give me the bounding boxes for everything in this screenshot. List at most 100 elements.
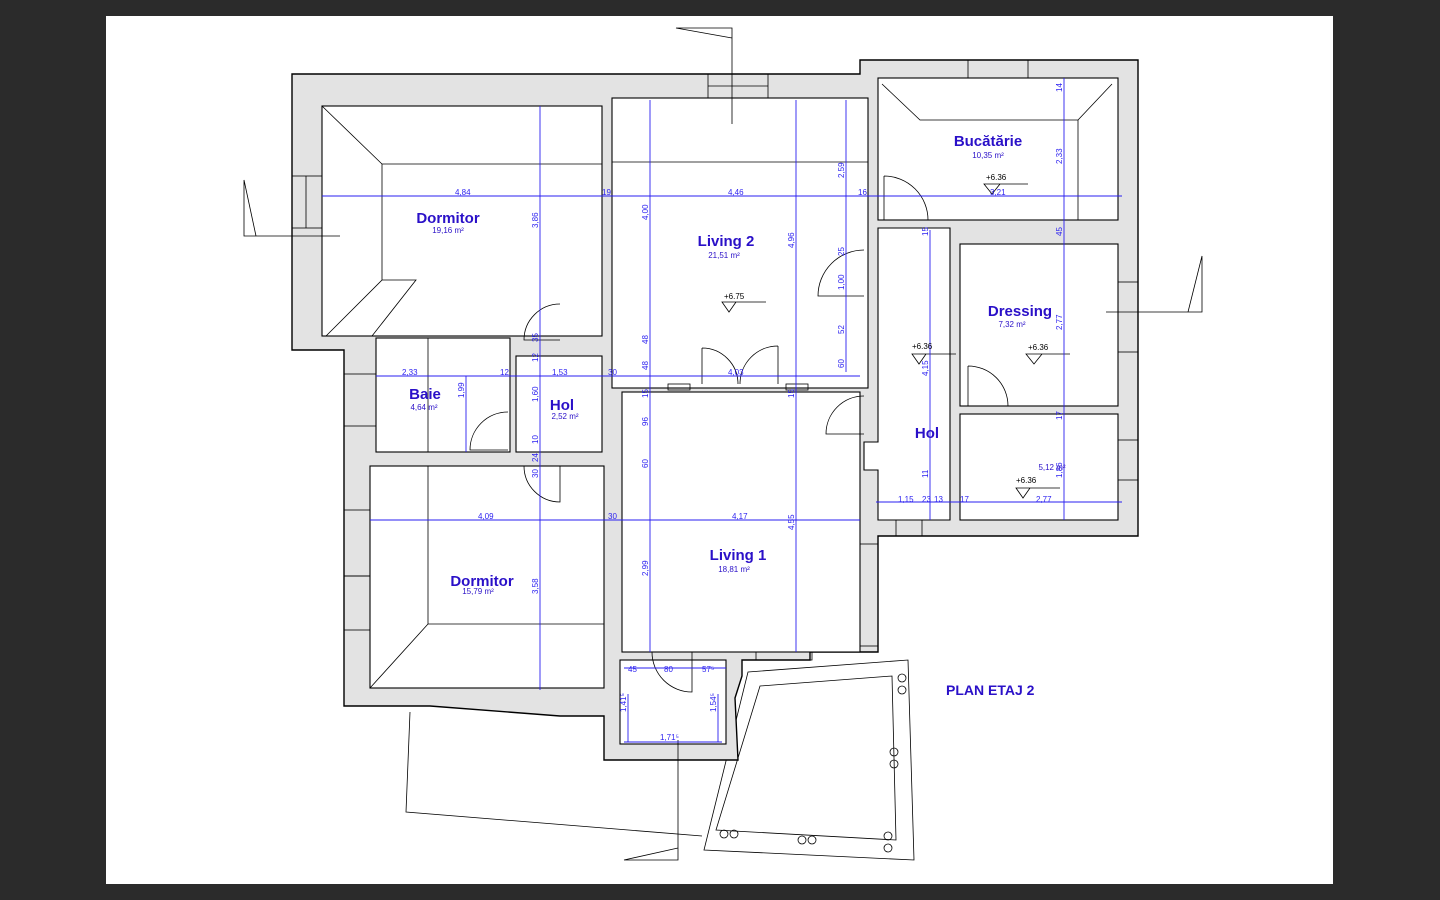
- dim-text: 57⁵: [702, 665, 714, 674]
- dim-text: 17: [960, 495, 969, 504]
- room-name: Baie: [409, 386, 441, 403]
- dim-text: 15: [921, 227, 930, 236]
- door-swings: [469, 175, 1009, 693]
- dim-text: 23: [922, 495, 931, 504]
- section-markers: [243, 27, 1203, 861]
- dim-text: 12: [531, 353, 540, 362]
- dim-text: 2,33: [402, 368, 418, 377]
- room-baie: [375, 337, 511, 453]
- room-name: Dormitor: [416, 210, 479, 227]
- room-name: Hol: [915, 425, 939, 442]
- level-markers: [721, 183, 1070, 499]
- room-labels: Dormitor 19,16 m² Living 2 21,51 m² Bucă…: [409, 133, 1066, 596]
- room-area: 5,12 m²: [1038, 463, 1065, 472]
- room-area: 19,16 m²: [432, 226, 464, 235]
- dim-text: 14: [1055, 83, 1064, 92]
- room-name: Living 2: [698, 233, 755, 250]
- dim-text: 3,86: [531, 212, 540, 228]
- dim-text: 2,33: [1055, 148, 1064, 164]
- dim-text: 3,58: [531, 578, 540, 594]
- level-text: +6.36: [1016, 476, 1037, 485]
- dim-text: 4,46: [728, 188, 744, 197]
- dim-text: 1,54⁵: [709, 693, 718, 712]
- room-name: Bucătărie: [954, 133, 1022, 150]
- dim-text: 30: [608, 368, 617, 377]
- roof-slope-lines: [321, 83, 1118, 689]
- dim-text: 45: [1055, 227, 1064, 236]
- balcony: [703, 659, 915, 861]
- dim-text: 1,41⁵: [619, 693, 628, 712]
- room-hol-1: [515, 355, 603, 453]
- room-area: 4,64 m²: [410, 403, 437, 412]
- room-name: Dressing: [988, 303, 1052, 320]
- dim-text: 80: [664, 665, 673, 674]
- dim-text: 45: [628, 665, 637, 674]
- level-text: +6.36: [912, 342, 933, 351]
- dim-text: 35: [531, 333, 540, 342]
- dim-text: 11: [921, 469, 930, 478]
- room-area: 21,51 m²: [708, 251, 740, 260]
- room-name: Living 1: [710, 547, 767, 564]
- dim-text: 4,15: [921, 360, 930, 376]
- plan-title: PLAN ETAJ 2: [946, 682, 1035, 698]
- room-living-1: [621, 391, 861, 653]
- dim-text: 1,71⁵: [660, 733, 679, 742]
- dim-text: 30: [531, 469, 540, 478]
- dim-text: 24: [531, 453, 540, 462]
- level-text: +6.36: [986, 173, 1007, 182]
- dim-text: 4,84: [455, 188, 471, 197]
- dim-text: 4,00: [641, 204, 650, 220]
- room-area: 7,32 m²: [998, 320, 1025, 329]
- room-area: 18,81 m²: [718, 565, 750, 574]
- dim-text: 2,59: [837, 162, 846, 178]
- dim-text: 2,99: [641, 560, 650, 576]
- room-name: Dormitor: [450, 573, 513, 590]
- room-living-2: [611, 97, 869, 389]
- dim-text: 60: [641, 459, 650, 468]
- dim-text: 15: [641, 389, 650, 398]
- dim-text: 13: [934, 495, 943, 504]
- dim-text: 4,55: [787, 514, 796, 530]
- windows: [291, 59, 1139, 661]
- level-texts: +6.75 +6.36 +6.36 +6.36 +6.36: [724, 173, 1049, 485]
- dim-text: 4,03: [728, 368, 744, 377]
- dim-text: 19: [602, 188, 611, 197]
- dim-text: 1,53: [552, 368, 568, 377]
- dim-text: 30: [608, 512, 617, 521]
- dim-text: 1,99: [457, 382, 466, 398]
- terrace-outline: [405, 711, 703, 837]
- dimension-texts: 4,84 19 4,46 16 3,21 3,86 4,00 4,96 2,59…: [402, 83, 1064, 742]
- room-area: 10,35 m²: [972, 151, 1004, 160]
- dim-text: 2,77: [1036, 495, 1052, 504]
- room-dormitor-2: [369, 465, 605, 689]
- room-area: 15,79 m²: [462, 587, 494, 596]
- room-closet: [619, 659, 727, 745]
- dim-text: 60: [837, 359, 846, 368]
- dim-text: 2,77: [1055, 314, 1064, 330]
- dim-text: 96: [641, 417, 650, 426]
- dim-text: 17: [1055, 411, 1064, 420]
- dim-text: 4,17: [732, 512, 748, 521]
- dim-text: 3,21: [990, 188, 1006, 197]
- dimension-lines: [322, 78, 1122, 743]
- dim-text: 10: [531, 435, 540, 444]
- dim-text: 1,00: [837, 274, 846, 290]
- room-area: 2,52 m²: [551, 412, 578, 421]
- dim-text: 12: [500, 368, 509, 377]
- dim-text: 52: [837, 325, 846, 334]
- dim-text: 25: [837, 247, 846, 256]
- dim-text: 4,09: [478, 512, 494, 521]
- room-dormitor-1: [321, 105, 603, 337]
- dim-text: 48: [641, 335, 650, 344]
- dim-text: 1,86: [1055, 462, 1064, 478]
- level-text: +6.75: [724, 292, 745, 301]
- room-hol-2: [863, 227, 951, 521]
- dim-text: 48: [641, 361, 650, 370]
- room-dressing: [959, 243, 1119, 407]
- dim-text: 1,60: [531, 386, 540, 402]
- dim-text: 4,96: [787, 232, 796, 248]
- level-text: +6.36: [1028, 343, 1049, 352]
- dim-text: 1,15: [898, 495, 914, 504]
- dim-text: 16: [858, 188, 867, 197]
